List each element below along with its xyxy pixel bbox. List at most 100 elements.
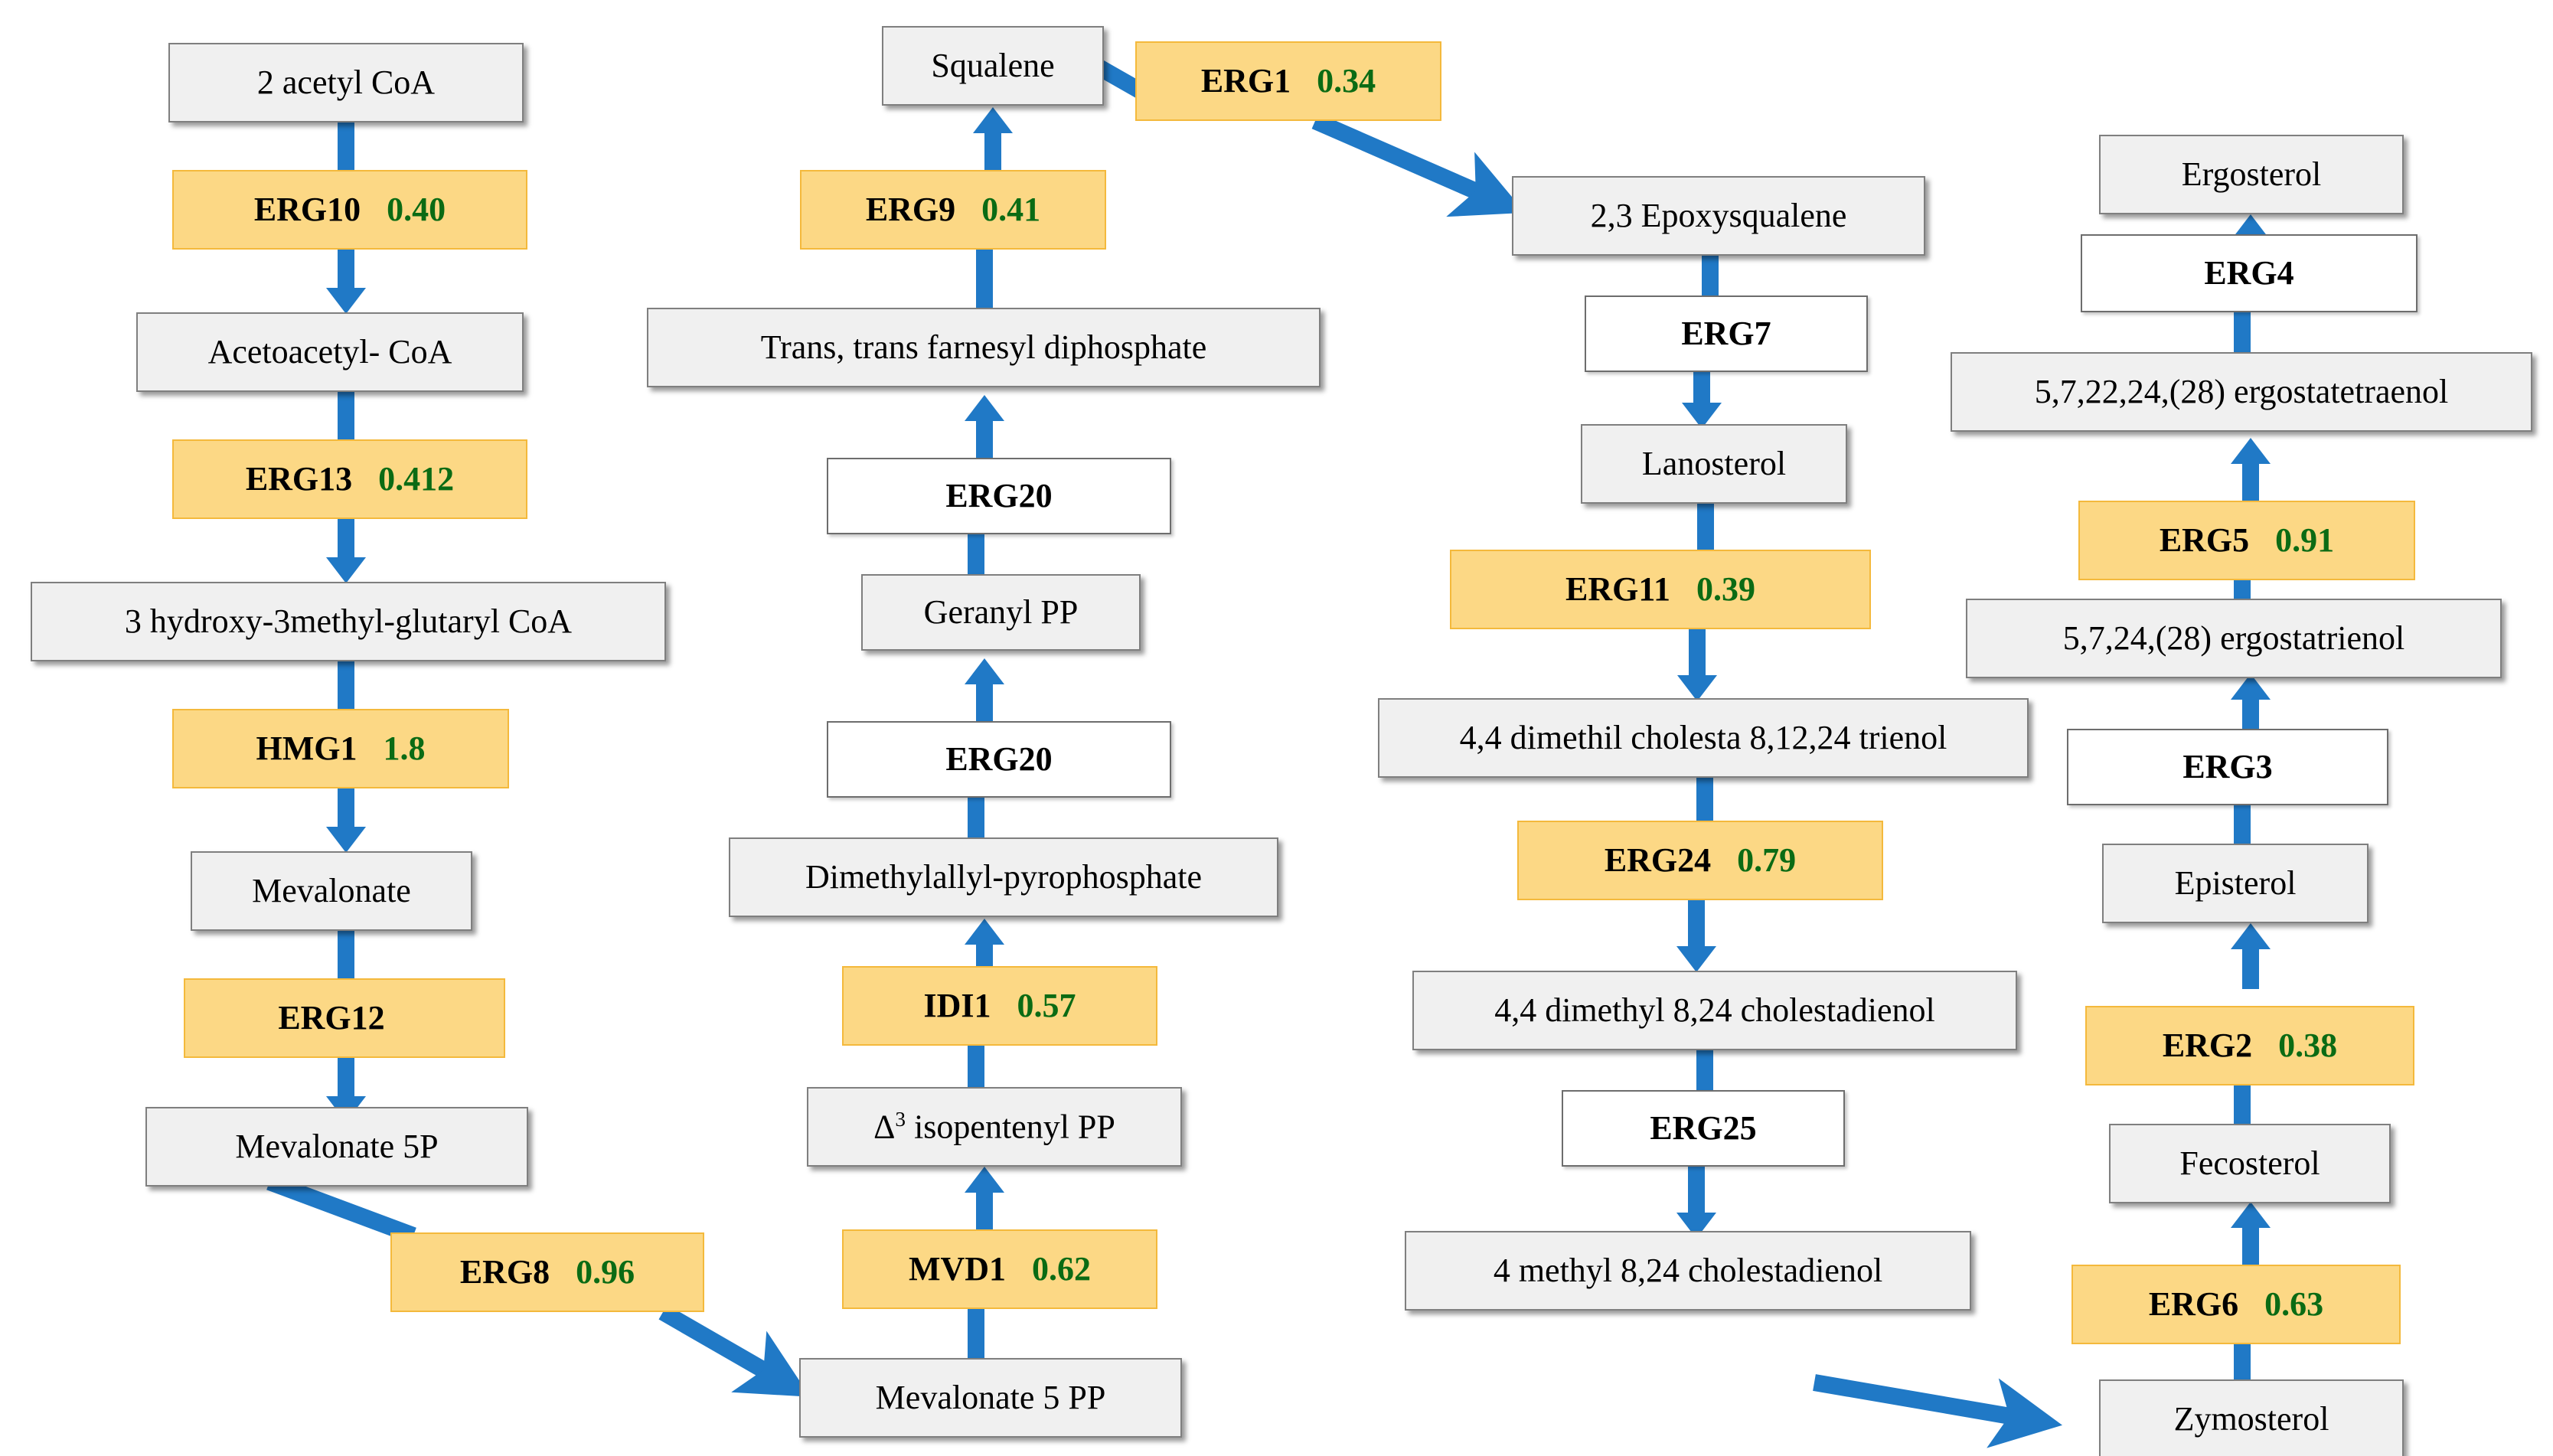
enzyme-erg4-box: ERG4 bbox=[2081, 234, 2418, 312]
arrow-erg13-to-hmgcoa bbox=[326, 517, 366, 583]
arrow-hmg1-to-mevalonate bbox=[326, 787, 366, 853]
enzyme-erg7: ERG7 bbox=[1585, 295, 1868, 372]
enzyme-value: 0.40 bbox=[387, 190, 446, 228]
metabolite-geranyl-pp: Geranyl PP bbox=[861, 574, 1141, 651]
node-label: 2 acetyl CoA bbox=[256, 63, 436, 101]
metabolite-mevalonate-5-pp: Mevalonate 5 PP bbox=[799, 1358, 1182, 1438]
connector-epoxysqualene-to-erg7 bbox=[1702, 254, 1719, 299]
enzyme-name: ERG12 bbox=[278, 998, 385, 1037]
arrow-erg20a-to-ffpp bbox=[965, 395, 1004, 461]
connector-fecosterol-to-erg2 bbox=[2234, 1084, 2251, 1127]
enzyme-name: ERG20 bbox=[945, 476, 1053, 514]
node-label: Mevalonate 5 PP bbox=[875, 1378, 1106, 1416]
enzyme-name: ERG8 bbox=[459, 1252, 550, 1291]
connector-lanosterol-to-erg11 bbox=[1697, 502, 1714, 553]
node-label: 4,4 dimethyl 8,24 cholestadienol bbox=[1494, 991, 1935, 1029]
node-label: 5,7,24,(28) ergostatrienol bbox=[2062, 619, 2405, 657]
arrow-erg25-to-4methyl bbox=[1676, 1165, 1716, 1239]
arrow-erg8-to-mevalonate5pp bbox=[658, 1304, 811, 1397]
enzyme-erg2: ERG2 0.38 bbox=[2085, 1006, 2414, 1085]
arrow-erg20b-to-geranylpp bbox=[965, 658, 1004, 724]
enzyme-erg12: ERG12 bbox=[184, 978, 505, 1058]
node-label: Mevalonate 5P bbox=[235, 1127, 439, 1165]
node-label: Lanosterol bbox=[1641, 444, 1787, 482]
enzyme-value: 0.412 bbox=[378, 459, 455, 498]
enzyme-name: MVD1 bbox=[908, 1249, 1007, 1288]
arrow-erg6-to-fecosterol bbox=[2231, 1202, 2271, 1268]
connector-cholestadienol-to-erg25 bbox=[1696, 1049, 1713, 1092]
metabolite-3-hydroxy-3methyl-glutaryl-coa: 3 hydroxy-3methyl-glutaryl CoA bbox=[31, 582, 666, 661]
enzyme-erg25: ERG25 bbox=[1562, 1090, 1845, 1167]
metabolite-mevalonate: Mevalonate bbox=[191, 851, 472, 931]
metabolite-lanosterol: Lanosterol bbox=[1581, 424, 1847, 504]
enzyme-erg3: ERG3 bbox=[2067, 729, 2388, 805]
enzyme-name: ERG6 bbox=[2148, 1285, 2239, 1323]
connector-acetoacetylcoa-to-erg13 bbox=[338, 390, 354, 444]
enzyme-hmg1: HMG1 1.8 bbox=[172, 709, 509, 788]
metabolite-trans-trans-farnesyl-diphosphate: Trans, trans farnesyl diphosphate bbox=[647, 308, 1321, 387]
node-label: 4 methyl 8,24 cholestadienol bbox=[1493, 1251, 1883, 1289]
metabolite-zymosterol: Zymosterol bbox=[2099, 1379, 2404, 1456]
enzyme-erg5: ERG5 0.91 bbox=[2078, 501, 2415, 580]
enzyme-name: ERG1 bbox=[1200, 61, 1291, 100]
node-label: Ergosterol bbox=[2181, 155, 2322, 193]
enzyme-name: ERG2 bbox=[2162, 1026, 2253, 1064]
enzyme-name: ERG11 bbox=[1565, 570, 1670, 608]
enzyme-value: 0.63 bbox=[2264, 1285, 2324, 1323]
metabolite-4-methyl-8-24-cholestadienol: 4 methyl 8,24 cholestadienol bbox=[1405, 1231, 1971, 1311]
node-label: Squalene bbox=[931, 46, 1055, 84]
connector-dmapp-to-erg20lower bbox=[968, 796, 984, 839]
metabolite-delta3-isopentenyl-pp: Δ3 isopentenyl PP bbox=[807, 1087, 1182, 1167]
enzyme-name: ERG13 bbox=[245, 459, 353, 498]
metabolite-5-7-22-24-28-ergostatetraenol: 5,7,22,24,(28) ergostatetraenol bbox=[1951, 352, 2532, 432]
arrow-erg1-to-epoxysqualene bbox=[1311, 113, 1526, 217]
arrow-mevalonate5p-to-erg8 bbox=[266, 1174, 416, 1244]
metabolite-5-7-24-28-ergostatrienol: 5,7,24,(28) ergostatrienol bbox=[1966, 599, 2502, 678]
connector-episterol-to-erg3 bbox=[2234, 804, 2251, 847]
arrow-erg10-to-acetoacetylcoa bbox=[326, 248, 366, 314]
metabolite-ergosterol: Ergosterol bbox=[2099, 135, 2404, 214]
node-label: Acetoacetyl- CoA bbox=[207, 332, 452, 371]
arrow-erg5-to-ergostatetraenol bbox=[2231, 438, 2271, 504]
arrow-erg9-to-squalene bbox=[973, 107, 1013, 173]
connector-hmgcoa-to-hmg1 bbox=[338, 660, 354, 713]
node-label: 4,4 dimethil cholesta 8,12,24 trienol bbox=[1459, 718, 1947, 756]
connector-acetylcoa-to-erg10 bbox=[338, 121, 354, 175]
node-label: 3 hydroxy-3methyl-glutaryl CoA bbox=[124, 602, 573, 640]
connector-mevalonate-to-erg12 bbox=[338, 929, 354, 983]
enzyme-erg13: ERG13 0.412 bbox=[172, 439, 527, 519]
enzyme-name: IDI1 bbox=[923, 986, 991, 1024]
enzyme-erg1: ERG1 0.34 bbox=[1135, 41, 1441, 121]
enzyme-value: 0.62 bbox=[1032, 1249, 1092, 1288]
connector-cholesta-to-erg24 bbox=[1696, 776, 1713, 824]
connector-zymosterol-to-erg6 bbox=[2234, 1343, 2251, 1386]
node-label: Mevalonate bbox=[252, 871, 411, 909]
node-label: Episterol bbox=[2174, 863, 2297, 902]
connector-mevalonate5pp-to-mvd1 bbox=[968, 1307, 984, 1361]
connector-ergostatetraenol-to-erg4 bbox=[2234, 311, 2251, 355]
metabolite-mevalonate-5p: Mevalonate 5P bbox=[145, 1107, 528, 1187]
metabolite-acetoacetyl-coa: Acetoacetyl- CoA bbox=[136, 312, 524, 392]
enzyme-erg9: ERG9 0.41 bbox=[800, 170, 1106, 250]
enzyme-value: 0.39 bbox=[1696, 570, 1755, 608]
enzyme-value: 0.38 bbox=[2278, 1026, 2338, 1064]
arrow-erg2-to-episterol bbox=[2231, 923, 2271, 989]
enzyme-value: 0.79 bbox=[1737, 841, 1797, 879]
enzyme-name: ERG4 bbox=[2204, 253, 2294, 292]
connector-ffpp-to-erg9 bbox=[976, 248, 993, 309]
enzyme-name: ERG5 bbox=[2159, 521, 2250, 559]
enzyme-value: 0.96 bbox=[576, 1252, 635, 1291]
metabolite-2-acetyl-coa: 2 acetyl CoA bbox=[168, 43, 524, 122]
node-label: Dimethylallyl-pyrophosphate bbox=[805, 857, 1203, 896]
enzyme-value: 0.57 bbox=[1017, 986, 1076, 1024]
enzyme-value: 0.41 bbox=[981, 190, 1041, 228]
enzyme-name: ERG24 bbox=[1604, 841, 1712, 879]
enzyme-name: ERG25 bbox=[1650, 1108, 1757, 1147]
enzyme-erg20-lower: ERG20 bbox=[827, 721, 1171, 798]
node-label: Geranyl PP bbox=[923, 593, 1079, 631]
metabolite-squalene: Squalene bbox=[882, 26, 1104, 106]
enzyme-erg24: ERG24 0.79 bbox=[1517, 821, 1883, 900]
enzyme-name: ERG7 bbox=[1681, 314, 1771, 352]
metabolite-4-4-dimethil-cholesta-trienol: 4,4 dimethil cholesta 8,12,24 trienol bbox=[1378, 698, 2029, 778]
node-label: Trans, trans farnesyl diphosphate bbox=[760, 328, 1207, 366]
